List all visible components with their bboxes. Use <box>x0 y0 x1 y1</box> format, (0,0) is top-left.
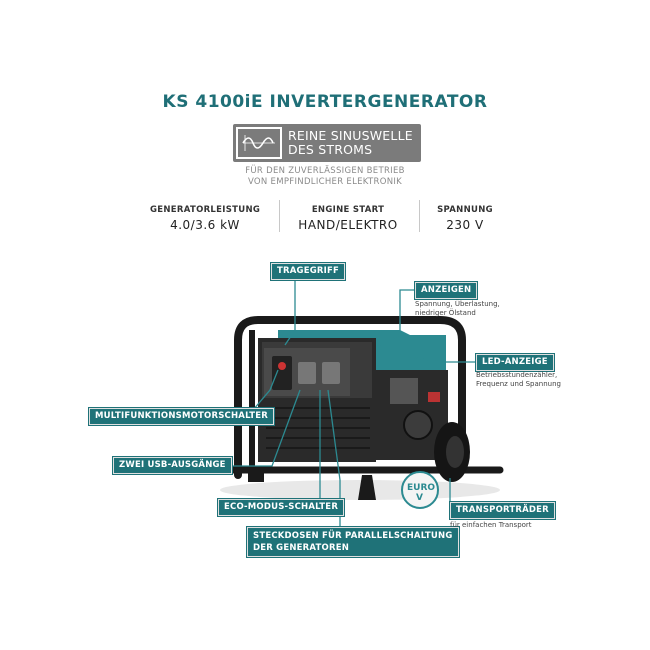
callout-anzeigen: ANZEIGEN <box>415 282 478 299</box>
callout-anzeigen-note1: Spannung, Überlastung, <box>415 300 500 308</box>
page-title: KS 4100iE INVERTERGENERATOR <box>162 92 488 112</box>
callout-steckdosen-line2: DER GENERATOREN <box>253 543 350 553</box>
callout-steckdosen-line1: STECKDOSEN FÜR PARALLELSCHALTUNG <box>253 531 453 541</box>
spec-start: ENGINE START HAND/ELEKTRO <box>298 205 398 232</box>
sine-line2: DES STROMS <box>288 142 373 157</box>
subtitle-line1: FÜR DEN ZUVERLÄSSIGEN BETRIEB <box>245 166 405 176</box>
spec-voltage: SPANNUNG 230 V <box>437 205 493 232</box>
callout-anzeigen-note2: niedriger Ölstand <box>415 309 476 317</box>
callout-multi: MULTIFUNKTIONSMOTORSCHALTER <box>89 408 275 425</box>
callout-led-note1: Betriebsstundenzähler, <box>476 371 558 379</box>
subtitle-line2: VON EMPFINDLICHER ELEKTRONIK <box>247 177 403 187</box>
euro-badge: EURO <box>407 483 436 493</box>
sine-wave-box: REINE SINUSWELLE DES STROMS <box>233 124 421 162</box>
callout-tragegriff: TRAGEGRIFF <box>271 263 346 280</box>
callout-steckdosen: STECKDOSEN FÜR PARALLELSCHALTUNG DER GEN… <box>247 527 459 557</box>
sine-wave-icon <box>236 127 282 159</box>
subtitle: FÜR DEN ZUVERLÄSSIGEN BETRIEB VON EMPFIN… <box>0 166 650 188</box>
spec-power: GENERATORLEISTUNG 4.0/3.6 kW <box>150 205 261 232</box>
callout-transport: TRANSPORTRÄDER <box>450 502 555 519</box>
euro-badge-sub: V <box>416 493 423 503</box>
sine-line1: REINE SINUSWELLE <box>288 128 413 143</box>
callout-eco: ECO-MODUS-SCHALTER <box>218 499 345 516</box>
spec-divider <box>279 200 280 232</box>
callout-led-note2: Frequenz und Spannung <box>476 380 561 388</box>
callout-led: LED-ANZEIGE <box>476 354 554 371</box>
spec-divider <box>419 200 420 232</box>
callout-usb: ZWEI USB-AUSGÄNGE <box>113 457 232 474</box>
callout-transport-note: für einfachen Transport <box>450 521 532 529</box>
